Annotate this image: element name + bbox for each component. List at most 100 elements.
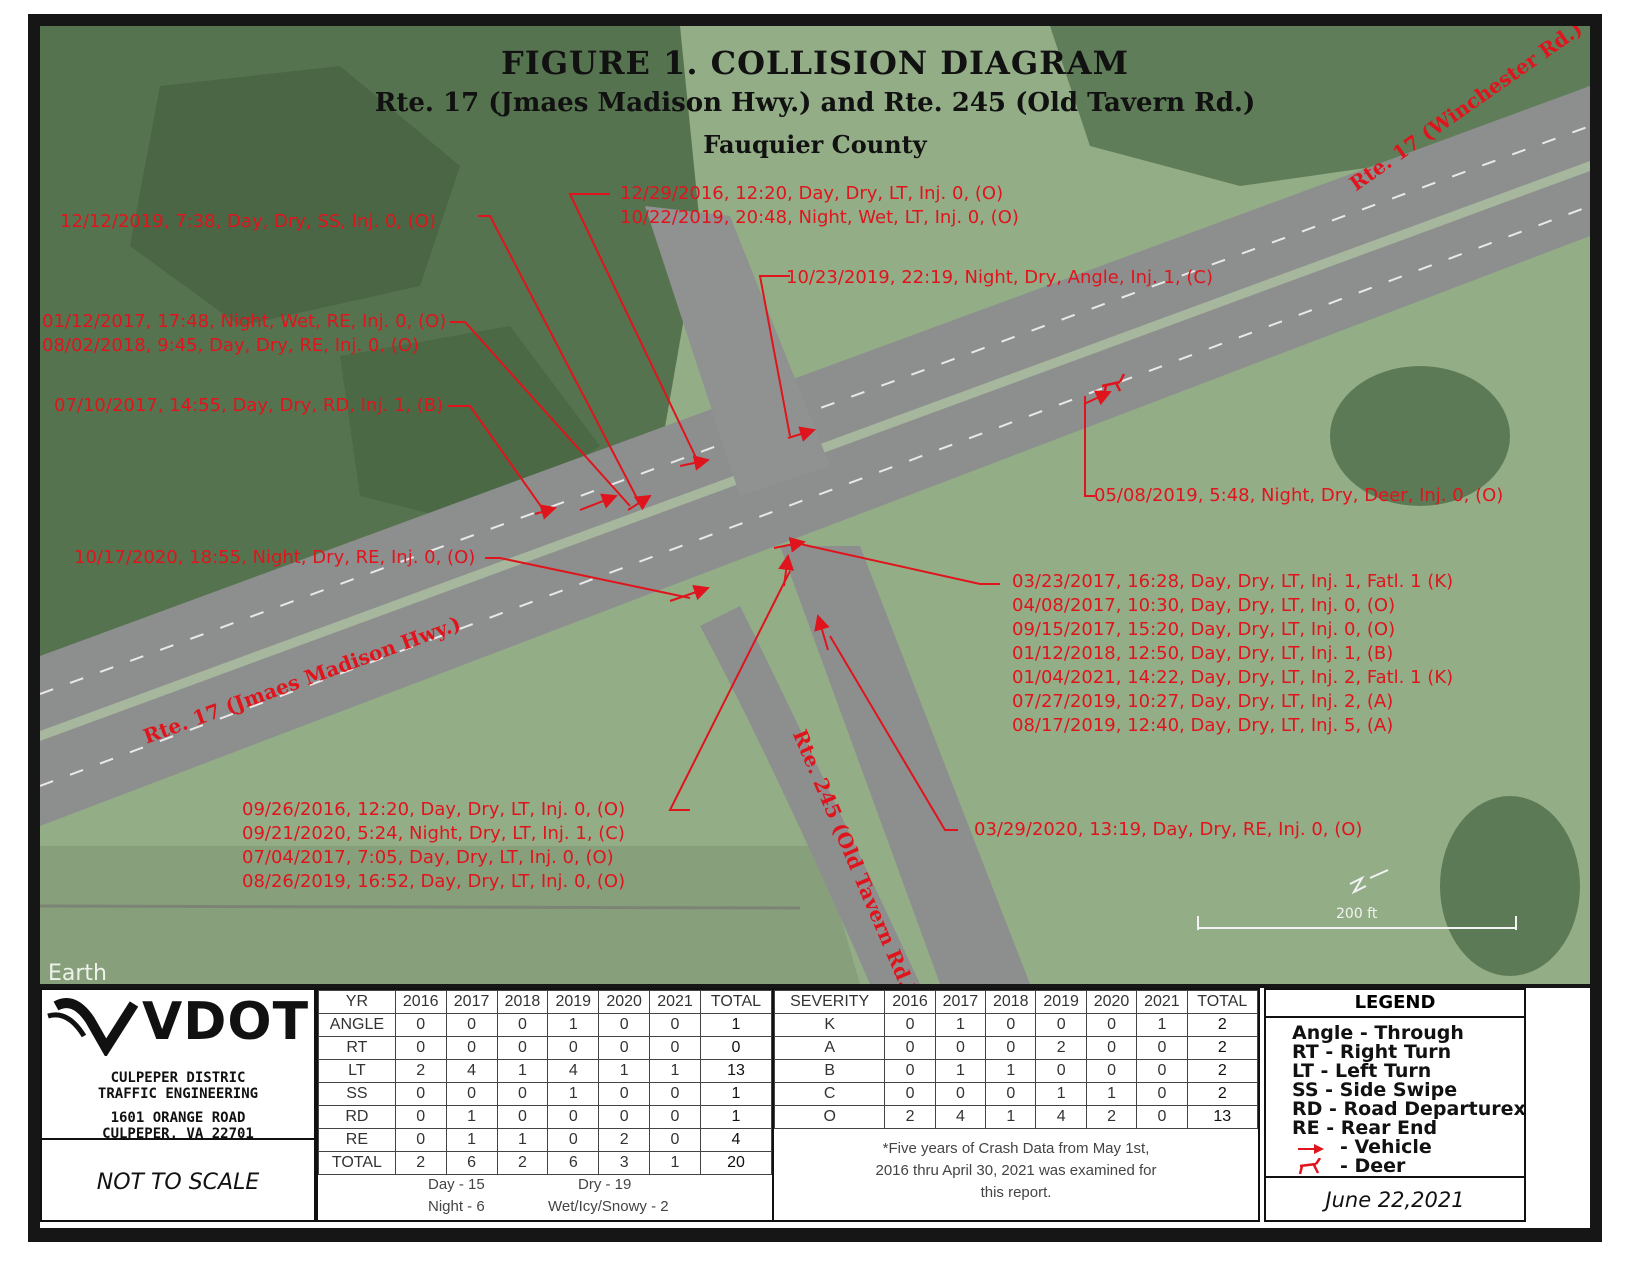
table-cell: 2 (1035, 1036, 1087, 1060)
row-label: A (773, 1036, 886, 1060)
table-cell: 1 (496, 1128, 549, 1152)
table-cell: 0 (1136, 1105, 1188, 1129)
crash-label: 05/08/2019, 5:48, Night, Dry, Deer, Inj.… (1094, 485, 1504, 506)
table-cell: 0 (985, 1082, 1037, 1106)
column-header: TOTAL (1186, 990, 1259, 1014)
table-cell: 0 (884, 1013, 936, 1037)
table-cell: 0 (934, 1082, 987, 1106)
column-header: 2019 (1035, 990, 1087, 1014)
row-label: RD (318, 1105, 396, 1129)
row-label: RT (318, 1036, 396, 1060)
legend-angle: Angle - Through (1292, 1022, 1464, 1044)
crash-label: 01/12/2018, 12:50, Day, Dry, LT, Inj. 1,… (1012, 643, 1394, 664)
table-cell: 2 (884, 1105, 936, 1129)
table-cell: 3 (598, 1151, 651, 1175)
legend-rt: RT - Right Turn (1292, 1041, 1452, 1063)
table-cell: 1 (1085, 1082, 1138, 1106)
info-panel: VDOT CULPEPER DISTRIC TRAFFIC ENGINEERIN… (40, 988, 1590, 1228)
table-cell: 13 (1186, 1105, 1259, 1129)
table-cell: 6 (445, 1151, 498, 1175)
table-cell: 0 (884, 1082, 936, 1106)
table-cell: 6 (547, 1151, 600, 1175)
crash-label-group: 12/29/2016, 12:20, Day, Dry, LT, Inj. 0,… (620, 182, 1019, 230)
column-header: 2017 (445, 990, 498, 1014)
table-cell: 1 (1035, 1082, 1087, 1106)
office-info: CULPEPER DISTRIC TRAFFIC ENGINEERING 160… (42, 1070, 314, 1142)
legend-deer: - Deer (1340, 1155, 1406, 1177)
vehicle-arrow-icon (1298, 1144, 1324, 1154)
table-cell: 0 (1136, 1082, 1188, 1106)
row-label: B (773, 1059, 886, 1083)
table-cell: 2 (496, 1151, 549, 1175)
legend-ss: SS - Side Swipe (1292, 1079, 1458, 1101)
scale-bar (1197, 916, 1517, 930)
table-cell: 2 (1186, 1036, 1259, 1060)
table-cell: 1 (699, 1013, 773, 1037)
crash-label-group: 01/12/2017, 17:48, Night, Wet, RE, Inj. … (42, 310, 446, 358)
crash-label: 07/27/2019, 10:27, Day, Dry, LT, Inj. 2,… (1012, 691, 1394, 712)
day-count: Day - 15 (428, 1176, 485, 1193)
column-header: 2021 (649, 990, 701, 1014)
legend-box: LEGEND Angle - Through RT - Right Turn L… (1264, 988, 1526, 1178)
table-cell: 0 (445, 1013, 498, 1037)
crash-label: 07/04/2017, 7:05, Day, Dry, LT, Inj. 0, … (242, 847, 614, 868)
table-cell: 1 (934, 1013, 987, 1037)
vdot-logo-box: VDOT CULPEPER DISTRIC TRAFFIC ENGINEERIN… (40, 988, 316, 1142)
table-cell: 1 (699, 1082, 773, 1106)
table-cell: 0 (1085, 1013, 1138, 1037)
table-cell: 4 (699, 1128, 773, 1152)
side-road (645, 206, 830, 496)
row-label: ANGLE (318, 1013, 396, 1037)
table-cell: 0 (445, 1082, 498, 1106)
night-count: Night - 6 (428, 1198, 485, 1215)
earth-watermark: Earth (48, 961, 107, 984)
table-cell: 0 (884, 1059, 936, 1083)
table-cell: 2 (394, 1151, 447, 1175)
table-cell: 0 (394, 1036, 447, 1060)
row-label: LT (318, 1059, 396, 1083)
crash-label: 01/12/2017, 17:48, Night, Wet, RE, Inj. … (42, 311, 447, 332)
vdot-logo-mark (47, 998, 139, 1056)
table-cell: 0 (394, 1082, 447, 1106)
table-cell: 1 (985, 1105, 1037, 1129)
table-cell: 0 (649, 1036, 701, 1060)
county-name: Fauquier County (703, 130, 927, 159)
column-header: 2016 (394, 990, 447, 1014)
table-cell: 0 (699, 1036, 773, 1060)
crash-label: 12/29/2016, 12:20, Day, Dry, LT, Inj. 0,… (620, 183, 1004, 204)
table-cell: 0 (598, 1036, 651, 1060)
table-cell: 0 (649, 1013, 701, 1037)
table-cell: 1 (934, 1059, 987, 1083)
crash-label: 10/17/2020, 18:55, Night, Dry, RE, Inj. … (74, 547, 476, 568)
column-header: 2020 (598, 990, 651, 1014)
row-label: SS (318, 1082, 396, 1106)
crash-label: 08/17/2019, 12:40, Day, Dry, LT, Inj. 5,… (1012, 715, 1394, 736)
table-cell: 1 (649, 1151, 701, 1175)
crash-label: 07/10/2017, 14:55, Day, Dry, RD, Inj. 1,… (54, 395, 444, 416)
table-cell: 1 (598, 1059, 651, 1083)
legend-re: RE - Rear End (1292, 1117, 1438, 1139)
office-line: TRAFFIC ENGINEERING (97, 1086, 259, 1102)
table-cell: 0 (649, 1082, 701, 1106)
table-cell: 1 (496, 1059, 549, 1083)
north-arrow (1349, 869, 1389, 895)
table-cell: 0 (649, 1105, 701, 1129)
table-cell: 0 (985, 1036, 1037, 1060)
table-cell: 1 (649, 1059, 701, 1083)
column-header: 2017 (934, 990, 987, 1014)
address-line: 1601 ORANGE ROAD (110, 1110, 246, 1126)
crash-label: 03/23/2017, 16:28, Day, Dry, LT, Inj. 1,… (1012, 571, 1454, 592)
table-cell: 0 (1085, 1059, 1138, 1083)
legend-lt: LT - Left Turn (1292, 1060, 1432, 1082)
crash-label: 09/21/2020, 5:24, Night, Dry, LT, Inj. 1… (242, 823, 625, 844)
table-cell: 0 (985, 1013, 1037, 1037)
data-note-line: *Five years of Crash Data from May 1st, (882, 1140, 1150, 1157)
data-note-line: 2016 thru April 30, 2021 was examined fo… (875, 1162, 1157, 1179)
